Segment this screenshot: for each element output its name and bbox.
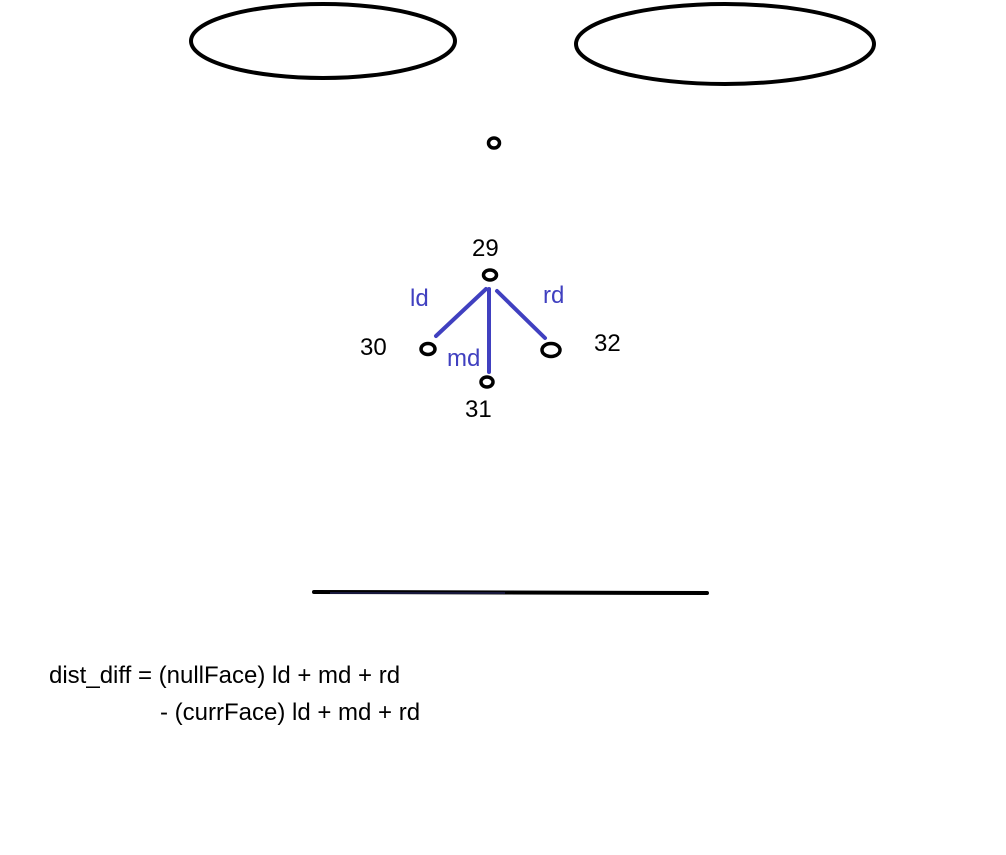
label-29: 29 [472,235,499,262]
label-30: 30 [360,334,387,361]
mouth-line [312,590,709,595]
label-31: 31 [465,396,492,423]
label-rd: rd [543,282,565,309]
left-eye [189,2,457,80]
label-md: md [447,345,481,372]
landmark-32 [540,341,562,359]
landmark-30 [419,341,437,357]
nose-bridge-point [486,136,502,150]
ld-line [434,287,488,338]
label-32: 32 [594,330,621,357]
landmark-31 [479,375,495,389]
label-ld: ld [410,285,429,312]
right-eye [574,2,876,86]
landmark-29 [481,268,499,282]
formula-line-1: dist_diff = (nullFace) ld + md + rd [49,662,401,689]
formula-line-2: - (currFace) ld + md + rd [160,699,421,726]
rd-line [495,289,547,340]
